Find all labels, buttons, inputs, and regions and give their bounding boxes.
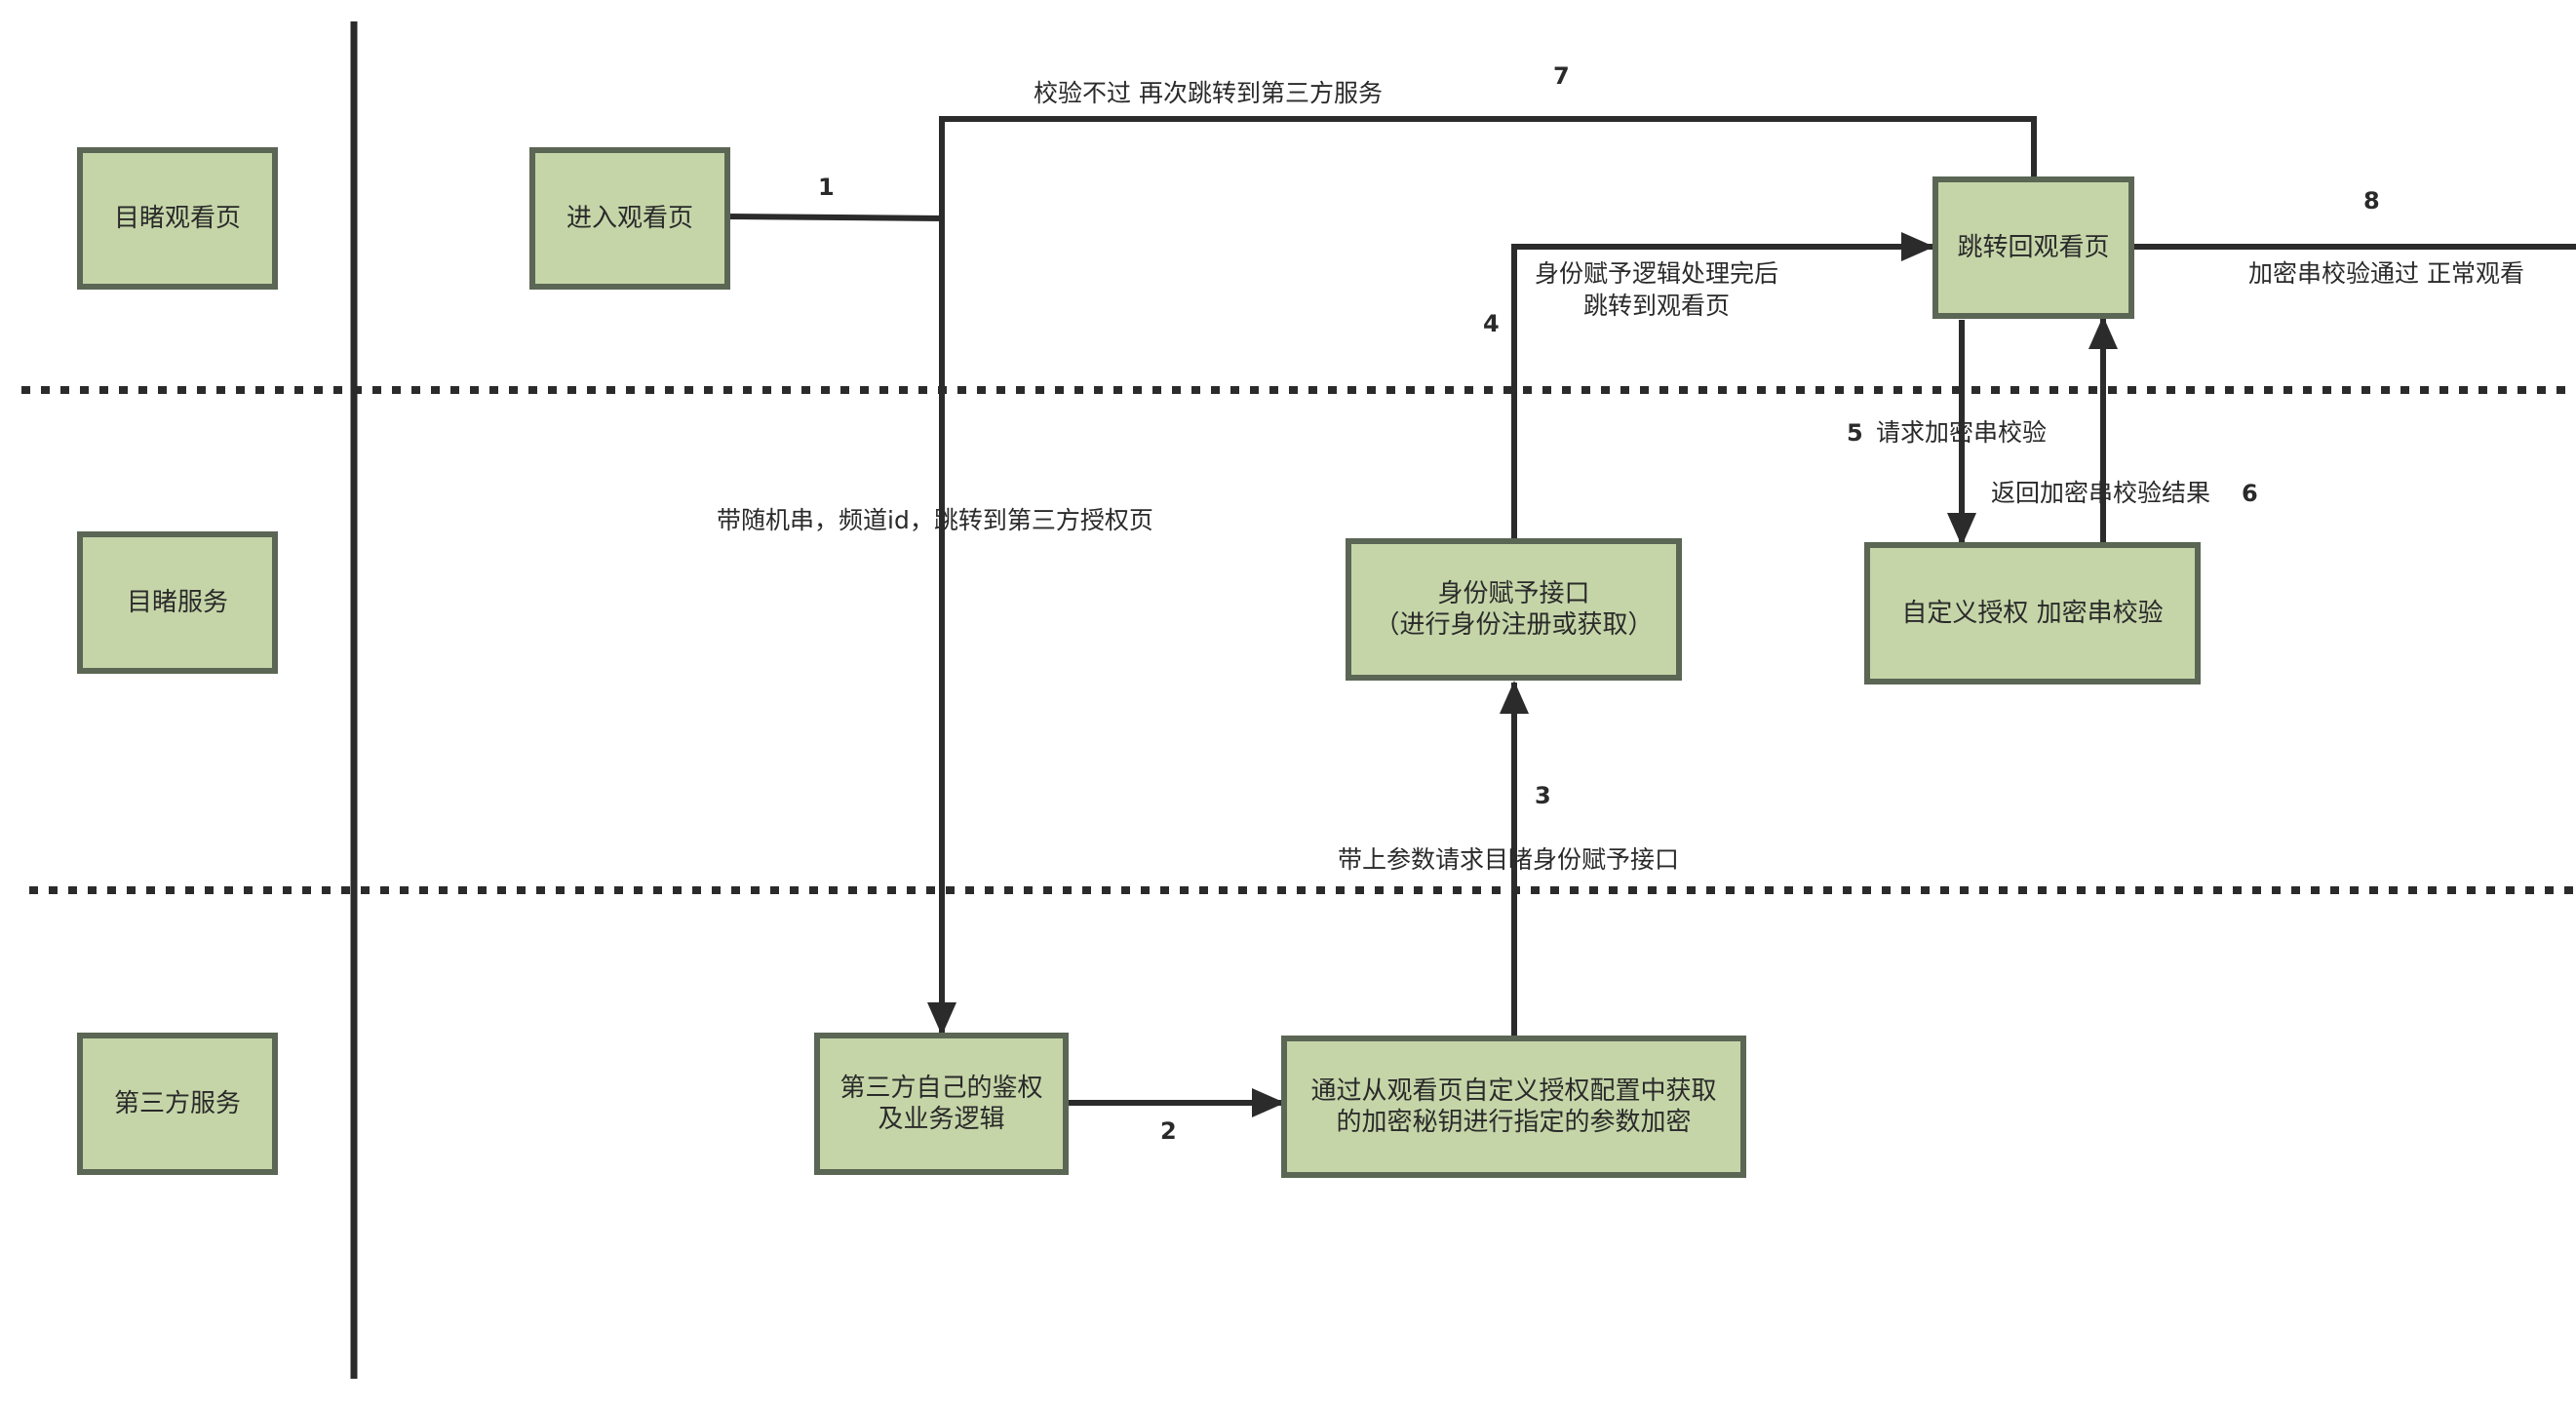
edge-4-line (1511, 232, 1934, 538)
node-custom-auth: 自定义授权 加密串校验 (1864, 542, 2201, 684)
node-encrypt-params-label: 通过从观看页自定义授权配置中获取 的加密秘钥进行指定的参数加密 (1310, 1076, 1717, 1138)
edge-5-label: 请求加密串校验 (1876, 418, 2048, 447)
edge-7-label: 校验不过 再次跳转到第三方服务 (1034, 79, 1383, 107)
node-encrypt-params: 通过从观看页自定义授权配置中获取 的加密秘钥进行指定的参数加密 (1281, 1036, 1746, 1178)
edge-2-number: 2 (1160, 1117, 1177, 1145)
lane-third-party-service-label: 第三方服务 (113, 1088, 241, 1118)
edge-5-number: 5 (1847, 419, 1863, 447)
edge-1-number: 1 (818, 174, 835, 201)
node-enter-page-label: 进入观看页 (566, 203, 693, 233)
edge-7-line (939, 116, 2037, 218)
edge-3-label: 带上参数请求目睹身份赋予接口 (1338, 845, 1680, 874)
edge-3-number: 3 (1535, 782, 1551, 809)
edge-4-number: 4 (1483, 310, 1500, 337)
edge-6-label: 返回加密串校验结果 (1991, 479, 2211, 507)
node-custom-auth-label: 自定义授权 加密串校验 (1901, 598, 2164, 628)
node-enter-page: 进入观看页 (529, 147, 730, 290)
edge-4-label: 身份赋予逻辑处理完后 跳转到观看页 (1535, 259, 1779, 320)
lane-viewing-page: 目睹观看页 (77, 147, 278, 290)
edge-7-number: 7 (1553, 62, 1570, 90)
lane-viewing-page-label: 目睹观看页 (113, 203, 241, 233)
edge-6-number: 6 (2242, 480, 2258, 507)
node-redirect-back: 跳转回观看页 (1932, 176, 2134, 319)
edge-8-number: 8 (2363, 187, 2380, 215)
node-third-party-auth-label: 第三方自己的鉴权 及业务逻辑 (839, 1073, 1043, 1135)
edge-8-label: 加密串校验通过 正常观看 (2248, 259, 2524, 288)
edge-1-line (726, 214, 956, 1036)
node-identity-api-label: 身份赋予接口 （进行身份注册或获取） (1374, 578, 1654, 641)
lane-mudu-service-label: 目睹服务 (126, 587, 228, 617)
node-identity-api: 身份赋予接口 （进行身份注册或获取） (1346, 538, 1682, 681)
edge-1-label: 带随机串，频道id，跳转到第三方授权页 (717, 506, 1153, 534)
node-redirect-back-label: 跳转回观看页 (1957, 232, 2110, 262)
lane-mudu-service: 目睹服务 (77, 531, 278, 674)
node-third-party-auth: 第三方自己的鉴权 及业务逻辑 (814, 1033, 1069, 1175)
lane-third-party-service: 第三方服务 (77, 1033, 278, 1175)
